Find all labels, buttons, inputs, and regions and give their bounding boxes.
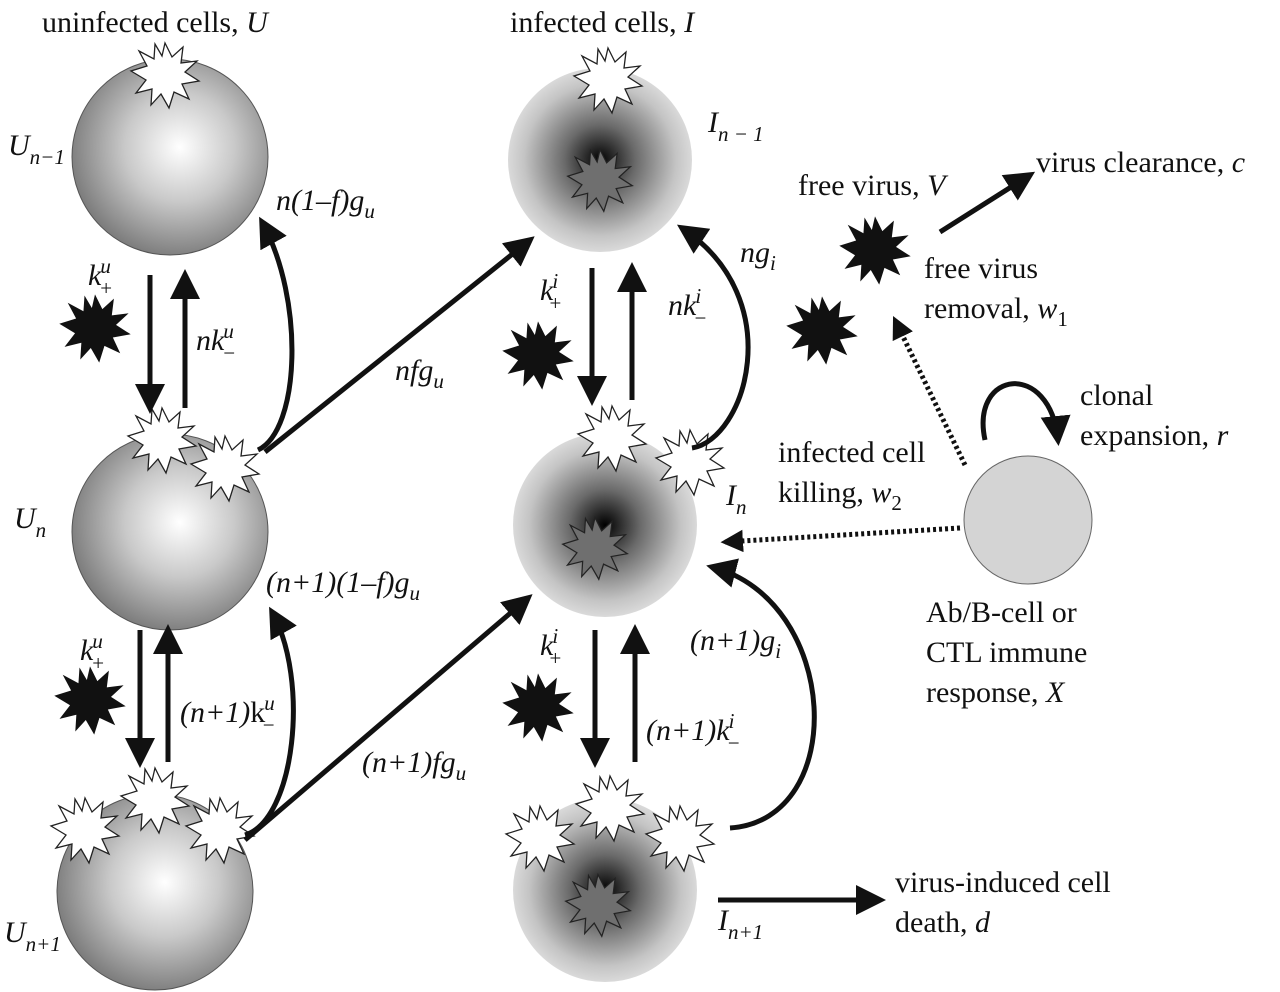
rate-kplus-i-2: ki+: [540, 624, 562, 670]
rate-nfgu: nfgu: [395, 354, 444, 393]
cell-I-n: [513, 405, 725, 617]
infected-header: infected cells, I: [510, 6, 696, 39]
free-virus-icon: [502, 673, 574, 742]
label-free-virus: free virus, V: [798, 169, 949, 202]
free-virus-icon: [839, 216, 911, 285]
label-U-prev: Un−1: [8, 129, 65, 169]
rate-n1-k-minus-i: (n+1)ki−: [646, 709, 741, 755]
cell-I-prev: [508, 47, 692, 252]
cell-I-next: [505, 775, 715, 982]
cell-U-n: [71, 407, 269, 631]
rate-n-1mf-gu: n(1–f)gu: [276, 184, 375, 223]
uninfected-header: uninfected cells, U: [42, 6, 270, 39]
free-virus-icon: [59, 294, 131, 363]
arrow-I-n-to-I-prev: [677, 224, 751, 451]
arrow-U-n-to-U-prev: [256, 216, 295, 453]
immune-cell: [963, 455, 1093, 585]
arrow-clonal-expansion: [980, 381, 1071, 446]
label-U-n: Un: [14, 502, 46, 542]
label-I-prev: In − 1: [707, 106, 764, 146]
label-virus-clearance: virus clearance, c: [1036, 146, 1245, 179]
rate-n1-fgu: (n+1)fgu: [362, 746, 466, 785]
rate-n1-k-minus-u: (n+1)ku−: [180, 691, 275, 737]
cell-U-prev: [71, 42, 269, 256]
label-I-next: In+1: [717, 904, 763, 944]
rate-kplus-u: ku+: [88, 254, 113, 300]
arrow-U-next-to-I-n: [243, 594, 533, 842]
label-U-next: Un+1: [4, 916, 61, 956]
free-virus-icon: [786, 296, 858, 365]
arrow-infected-cell-killing: [720, 525, 961, 553]
cell-U-next: [50, 767, 255, 991]
rate-n1-gi: (n+1)gi: [690, 624, 781, 663]
rate-n1-1mf-gu: (n+1)(1–f)gu: [266, 566, 420, 605]
arrow-free-virus-removal: [892, 315, 968, 467]
arrow-virus-clearance: [938, 171, 1036, 235]
rate-nk-minus-i: nki−: [668, 284, 707, 330]
rate-ngi: ngi: [740, 236, 776, 275]
label-I-n: In: [725, 479, 747, 519]
arrow-I-next-to-I-n: [706, 558, 817, 831]
arrow-U-n-to-I-prev: [263, 236, 535, 454]
free-virus-icon: [54, 666, 126, 735]
rate-kplus-i: ki+: [540, 269, 562, 315]
rate-kplus-u-2: ku+: [80, 629, 105, 675]
free-virus-icon: [502, 321, 574, 390]
rate-nk-minus-u: nku−: [196, 319, 236, 365]
